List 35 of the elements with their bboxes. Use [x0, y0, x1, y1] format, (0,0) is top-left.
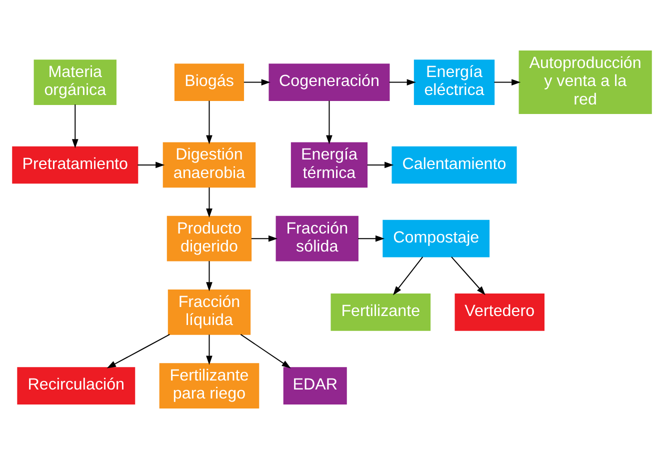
node-box: Cogeneración: [268, 64, 390, 101]
node-box: Calentamiento: [392, 146, 517, 184]
node-box: Fracción sólida: [276, 216, 358, 262]
arrow: [106, 334, 170, 368]
arrow: [206, 261, 212, 292]
arrow: [367, 162, 394, 168]
node-box: Energía eléctrica: [414, 60, 495, 105]
node-box: Autoproducción y venta a la red: [518, 50, 652, 114]
node-box: Fracción líquida: [168, 290, 251, 335]
node-box: EDAR: [283, 367, 347, 404]
node-box: Fertilizante: [330, 294, 431, 331]
node-box: Compostaje: [382, 220, 490, 258]
arrow: [206, 100, 212, 144]
arrow: [358, 235, 385, 242]
arrow: [72, 104, 78, 148]
arrow: [494, 79, 521, 86]
arrow: [393, 256, 424, 296]
node-box: Digestión anaerobia: [162, 142, 256, 188]
node-box: Producto digerido: [166, 216, 252, 262]
arrow: [389, 79, 416, 86]
arrow: [138, 162, 165, 168]
node-box: Pretratamiento: [12, 146, 138, 184]
arrow: [326, 100, 332, 144]
arrow: [206, 187, 212, 218]
arrow: [206, 334, 212, 365]
arrow: [240, 334, 291, 368]
node-box: Energía térmica: [290, 142, 368, 188]
node-box: Materia orgánica: [34, 60, 116, 105]
arrow: [251, 235, 278, 242]
arrow: [244, 79, 270, 86]
arrow: [451, 256, 486, 296]
node-box: Vertedero: [454, 294, 544, 331]
node-box: Biogás: [174, 64, 244, 101]
node-box: Fertilizante para riego: [159, 363, 260, 408]
node-box: Recirculación: [17, 367, 136, 404]
